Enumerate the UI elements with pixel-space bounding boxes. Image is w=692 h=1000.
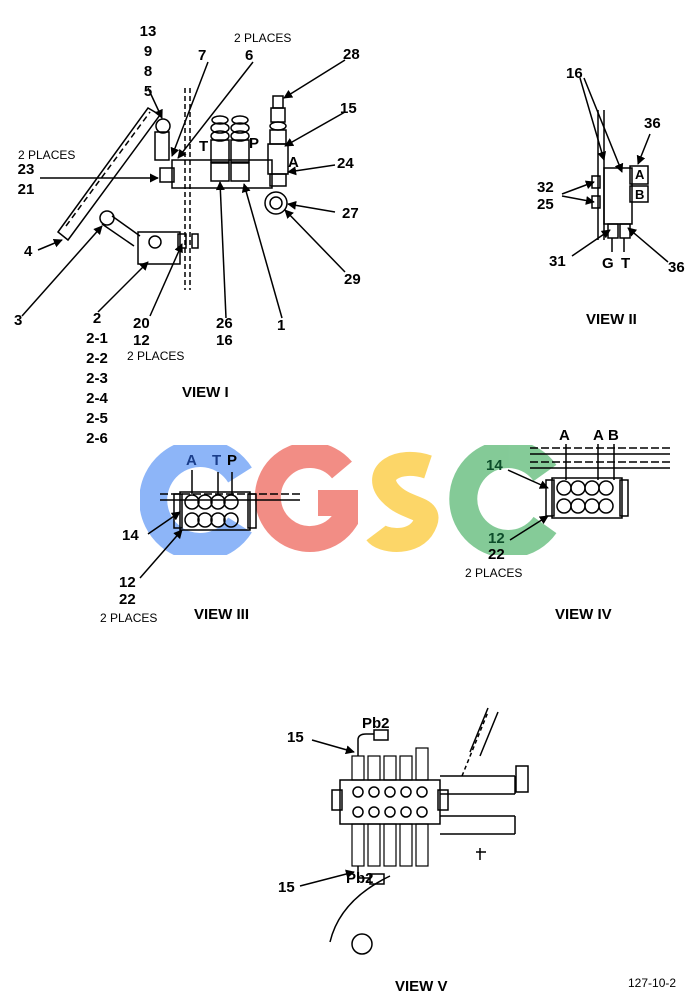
part-number: 2 xyxy=(92,310,102,327)
part-number: 2-2 xyxy=(86,350,108,367)
part-number: 2-4 xyxy=(86,390,108,407)
watermark-c-green xyxy=(449,445,557,555)
view-i-part-stack-bottom: 2 2-1 2-2 2-3 2-4 2-5 2-6 xyxy=(82,309,112,449)
label-25: 25 xyxy=(537,196,554,213)
fitting-a xyxy=(267,95,289,187)
port-t-label-view2: T xyxy=(621,255,631,272)
port-g-label-view2: G xyxy=(602,255,614,272)
label-16-view2: 16 xyxy=(566,65,583,82)
view-iv-drawing xyxy=(507,444,670,541)
label-2-places-view4: 2 PLACES xyxy=(465,566,523,580)
label-14-view3: 14 xyxy=(122,527,139,544)
label-20: 20 xyxy=(133,315,150,332)
label-2-places-view3: 2 PLACES xyxy=(100,611,158,625)
label-32: 32 xyxy=(537,179,554,196)
label-27: 27 xyxy=(342,205,359,222)
label-12-view4: 12 xyxy=(488,530,505,547)
pb2-bottom-label: Pb2 xyxy=(346,870,374,887)
label-15-view5-bottom: 15 xyxy=(278,879,295,896)
label-3: 3 xyxy=(14,312,23,329)
part-number: 9 xyxy=(143,43,153,60)
label-12: 12 xyxy=(133,332,150,349)
part-number: 2-1 xyxy=(86,330,108,347)
view-iii-drawing xyxy=(139,470,300,579)
part-number: 2-6 xyxy=(86,430,108,447)
label-16: 16 xyxy=(216,332,233,349)
manifold-block xyxy=(171,159,273,189)
label-2-places-top: 2 PLACES xyxy=(234,31,292,45)
label-6: 6 xyxy=(245,47,254,64)
watermark-s-yellow xyxy=(366,451,439,552)
watermark-logo xyxy=(140,445,557,555)
port-t-label-view3: T xyxy=(212,452,222,469)
view-iv-title: VIEW IV xyxy=(555,606,612,623)
label-1: 1 xyxy=(277,317,286,334)
label-29: 29 xyxy=(344,271,361,288)
view-iii-title: VIEW III xyxy=(194,606,250,623)
label-2-places-left: 2 PLACES xyxy=(18,148,76,162)
label-26: 26 xyxy=(216,315,233,332)
watermark-g-red xyxy=(254,445,358,552)
label-12-view3: 12 xyxy=(119,574,136,591)
label-31: 31 xyxy=(549,253,566,270)
label-22-view3: 22 xyxy=(119,591,136,608)
label-4: 4 xyxy=(24,243,33,260)
fitting-27 xyxy=(264,191,288,215)
port-b-label-view2: B xyxy=(635,187,645,202)
label-15: 15 xyxy=(340,100,357,117)
view-i-drawing xyxy=(21,59,346,319)
part-number: 5 xyxy=(143,83,153,100)
pedal-plate xyxy=(56,107,162,242)
label-28: 28 xyxy=(343,46,360,63)
view-v-drawing xyxy=(299,707,529,955)
label-22-view4: 22 xyxy=(488,546,505,563)
port-t-label: T xyxy=(199,138,209,155)
port-a-label: A xyxy=(288,154,299,171)
part-number: 2-3 xyxy=(86,370,108,387)
view-v-title: VIEW V xyxy=(395,978,448,995)
view-ii-title: VIEW II xyxy=(586,311,637,328)
label-7: 7 xyxy=(198,47,207,64)
top-pin xyxy=(155,118,171,134)
label-2-places-bottom: 2 PLACES xyxy=(127,349,185,363)
pb2-top-label: Pb2 xyxy=(362,715,390,732)
part-number: 23 xyxy=(17,161,35,178)
label-24: 24 xyxy=(337,155,354,172)
part-number: 13 xyxy=(139,23,157,40)
view-i-title: VIEW I xyxy=(182,384,229,401)
port-p-label: P xyxy=(249,135,260,152)
part-number: 2-5 xyxy=(86,410,108,427)
label-36-top: 36 xyxy=(644,115,661,132)
port-a-label-view4-2: A xyxy=(593,427,604,444)
part-number: 21 xyxy=(17,181,35,198)
figure-number: 127-10-2 xyxy=(628,976,677,990)
view-ii-drawing xyxy=(561,77,669,263)
view-i-part-stack-left: 23 21 xyxy=(14,160,38,200)
label-36-bottom: 36 xyxy=(668,259,685,276)
fitting-p xyxy=(230,115,250,182)
watermark-c-blue xyxy=(140,445,252,555)
port-a-label-view2: A xyxy=(635,167,645,182)
label-14-view4: 14 xyxy=(486,457,503,474)
part-number: 8 xyxy=(143,63,153,80)
view-i-part-stack-top: 13 9 8 5 xyxy=(137,22,159,102)
port-p-label-view3: P xyxy=(227,452,238,469)
port-b-label-view4: B xyxy=(608,427,619,444)
port-a-label-view3: A xyxy=(186,452,197,469)
fitting-t xyxy=(210,115,230,182)
label-15-view5-top: 15 xyxy=(287,729,304,746)
port-a-label-view4-1: A xyxy=(559,427,570,444)
